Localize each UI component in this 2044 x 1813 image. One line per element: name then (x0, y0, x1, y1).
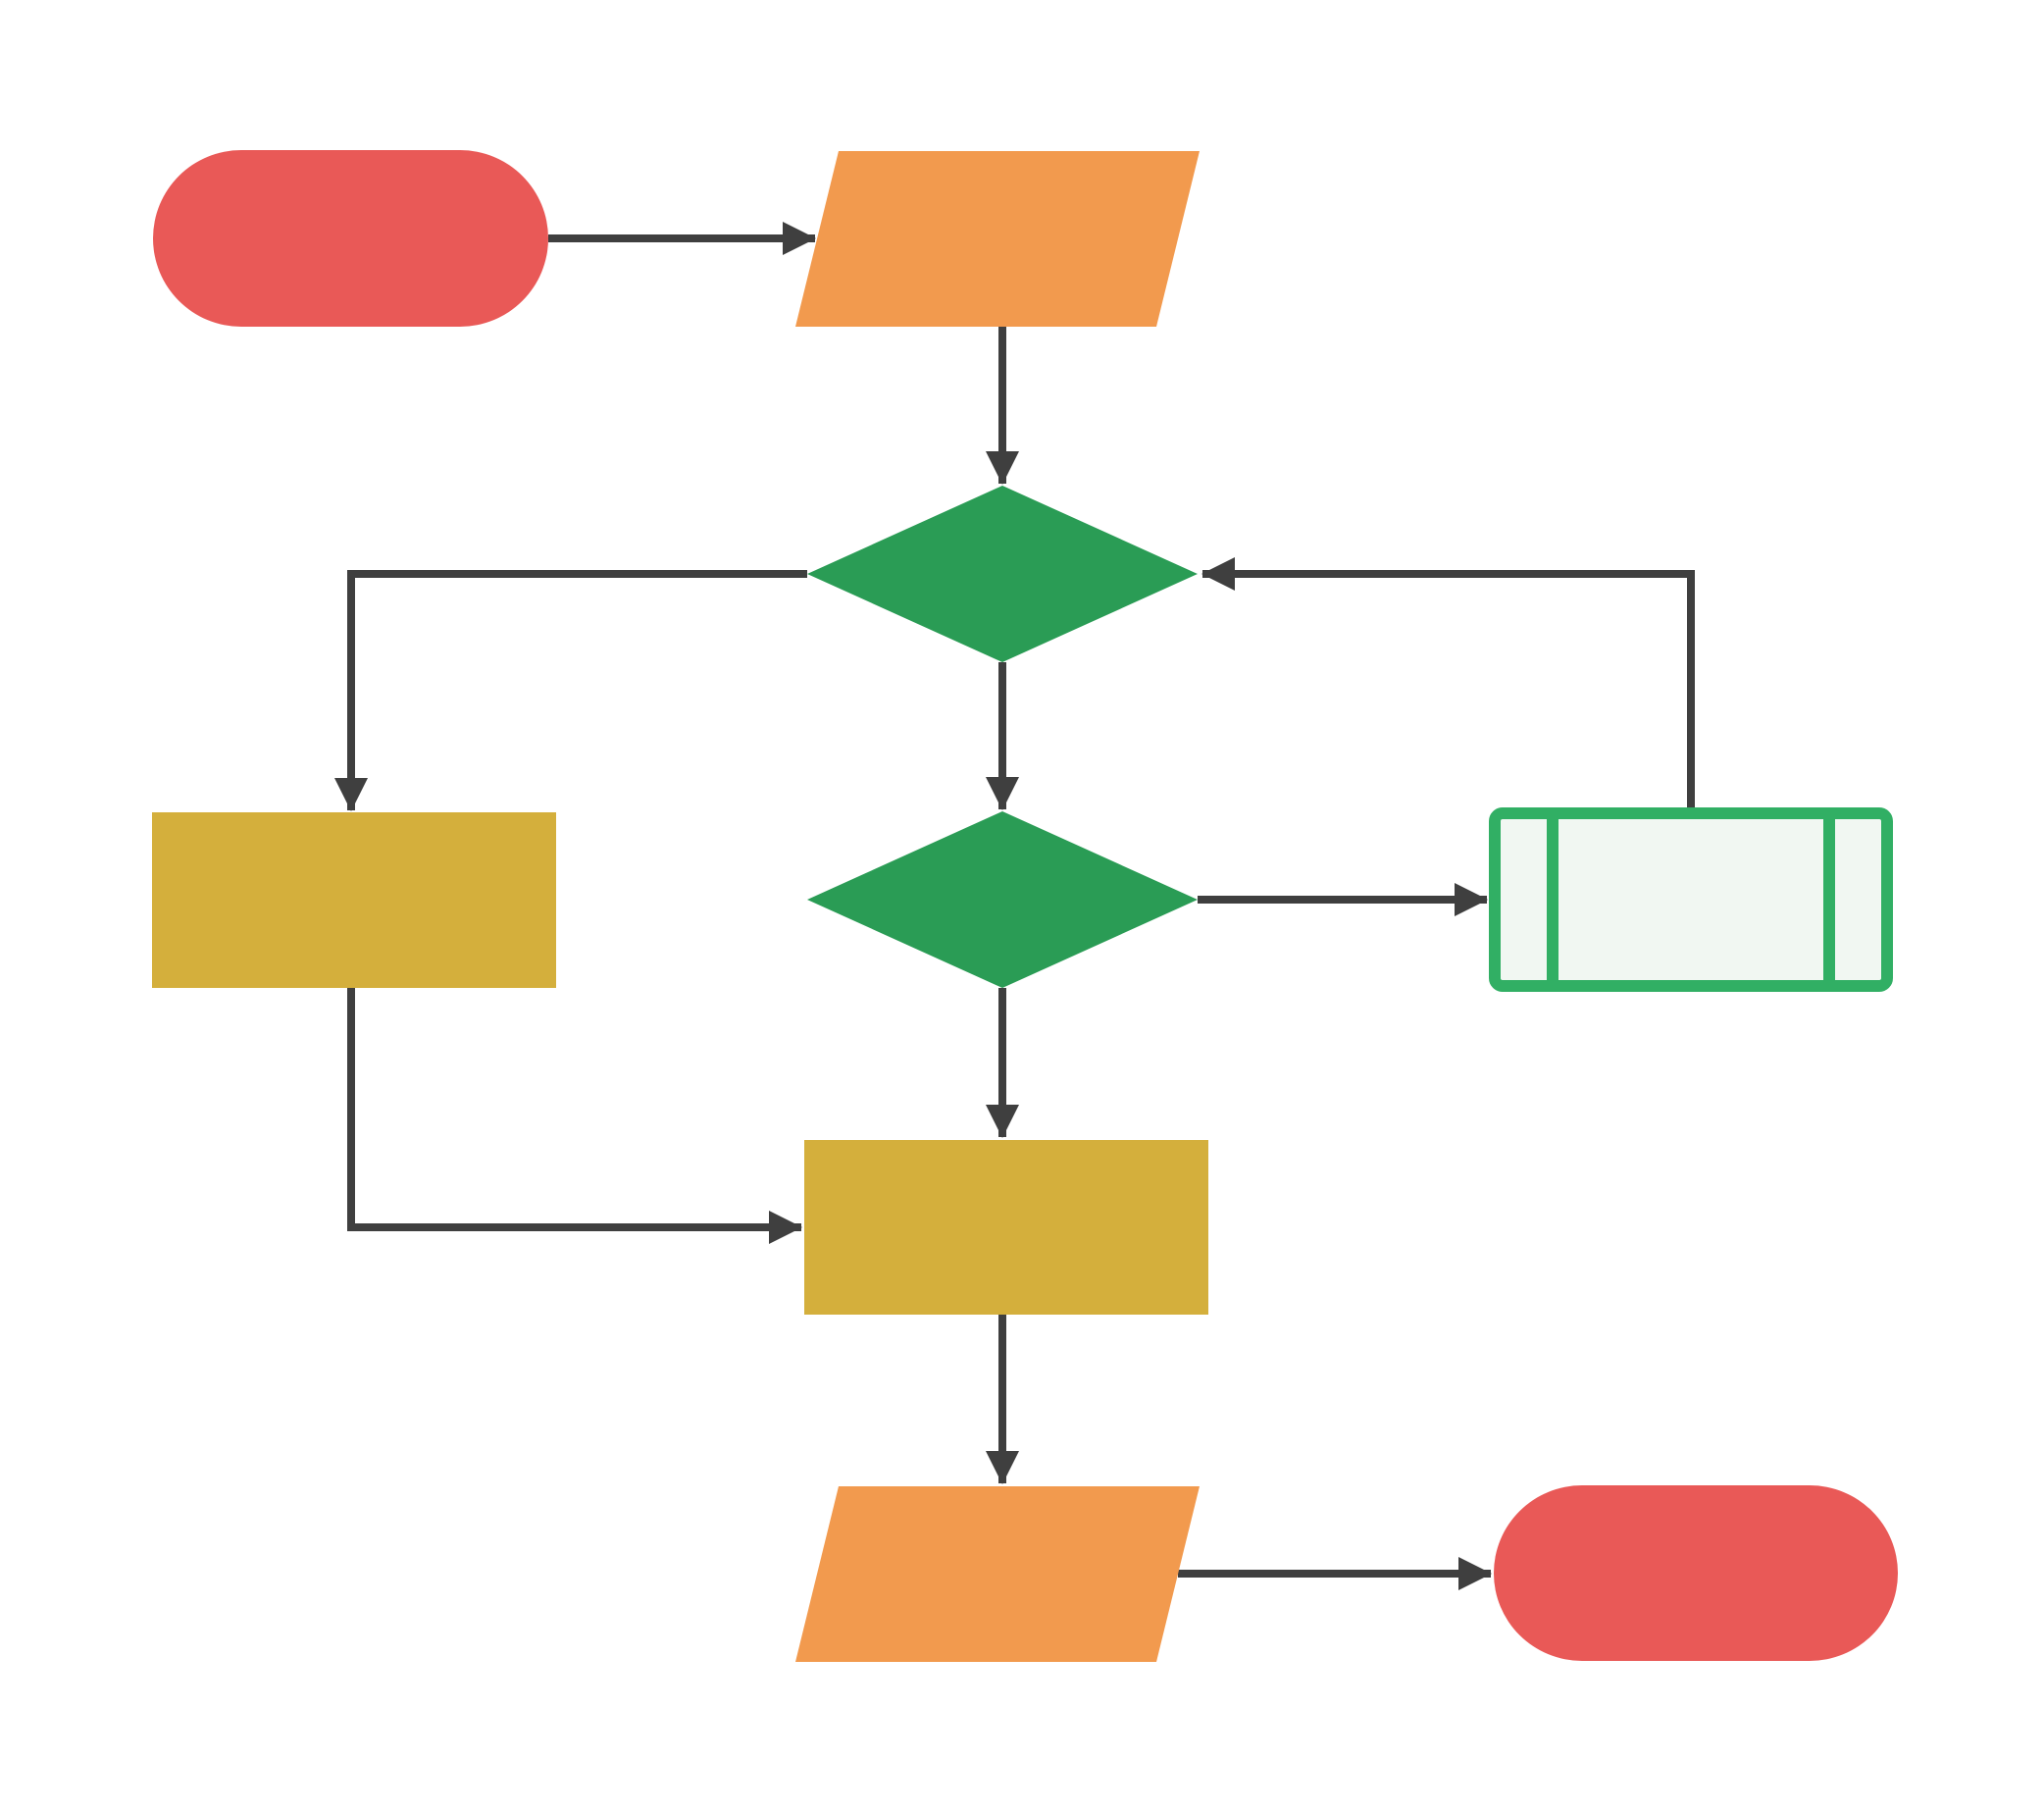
output-parallelogram-node[interactable] (795, 1486, 1200, 1662)
decision-1-node[interactable] (807, 486, 1198, 662)
edge-process-left-to-process-center[interactable] (347, 988, 802, 1244)
decision-2-node[interactable] (807, 811, 1198, 988)
node-layer (152, 150, 1898, 1662)
input-parallelogram-node[interactable] (795, 151, 1200, 327)
start-terminator-node[interactable] (153, 150, 548, 327)
predefined-process-outline (1489, 807, 1893, 992)
end-terminator-node[interactable] (1494, 1485, 1898, 1661)
process-left-node[interactable] (152, 812, 556, 988)
predefined-process-node[interactable] (1489, 807, 1893, 992)
process-center-node[interactable] (804, 1140, 1208, 1315)
edge-predefined-to-decision-1[interactable] (1201, 557, 1695, 807)
edge-decision-1-to-process-left[interactable] (334, 570, 807, 811)
edge-layer (334, 222, 1695, 1590)
